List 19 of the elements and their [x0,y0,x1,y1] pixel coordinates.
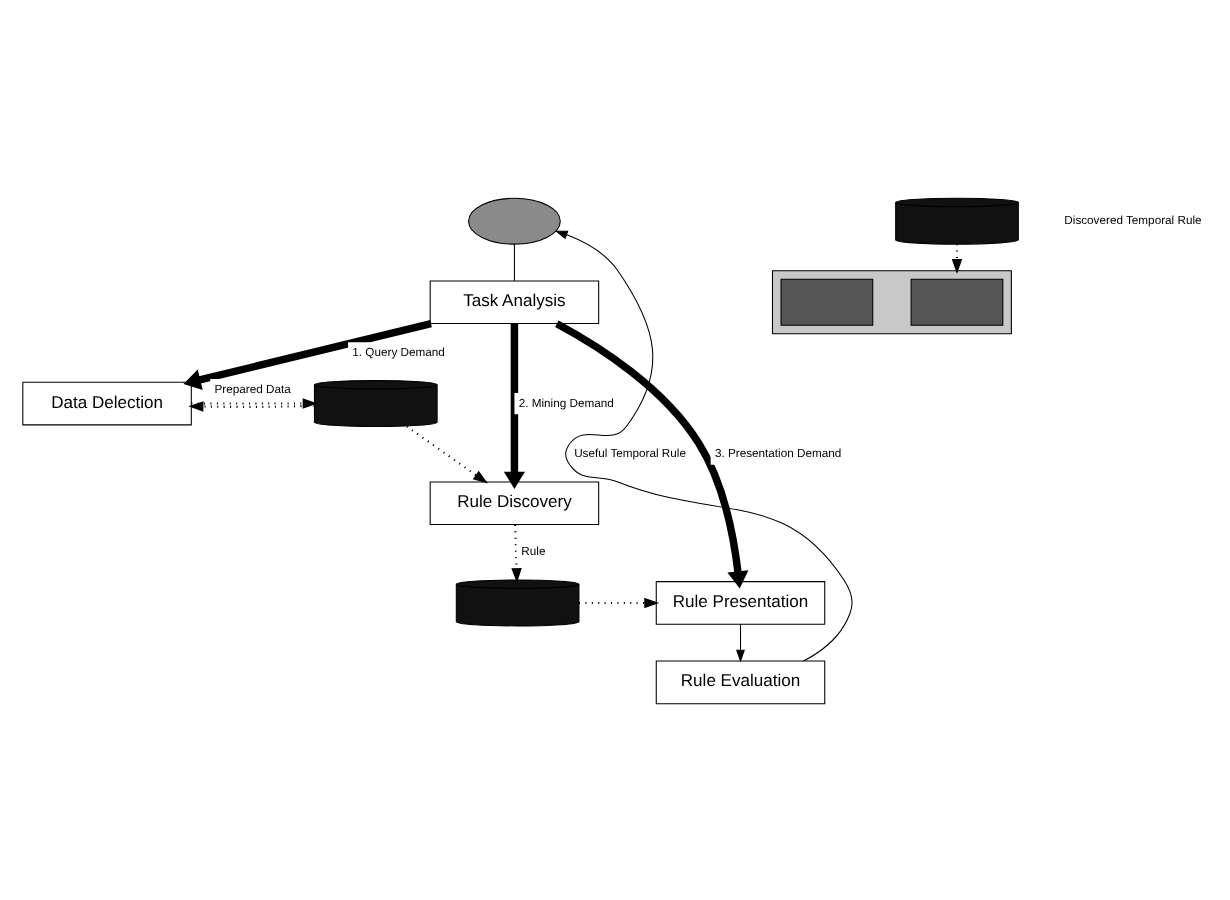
arrow [553,229,852,661]
node-box: Rule Discovery [428,480,599,525]
connector [512,242,514,281]
arrow [578,596,659,608]
node-box: Rule Evaluation [654,659,825,704]
arrow [510,523,521,583]
node-box [909,277,1003,325]
arrow [554,319,748,588]
arrow [950,243,962,273]
cluster [770,269,1011,334]
node-box: Data Delection [21,380,191,425]
node-box: Rule Presentation [654,580,825,624]
arrow [182,319,431,390]
node-box: Task Analysis [428,279,599,324]
node-ellipse [467,196,560,244]
node-box [779,277,873,325]
arrow [502,322,524,488]
arrow [405,424,487,483]
arrow [735,622,744,662]
